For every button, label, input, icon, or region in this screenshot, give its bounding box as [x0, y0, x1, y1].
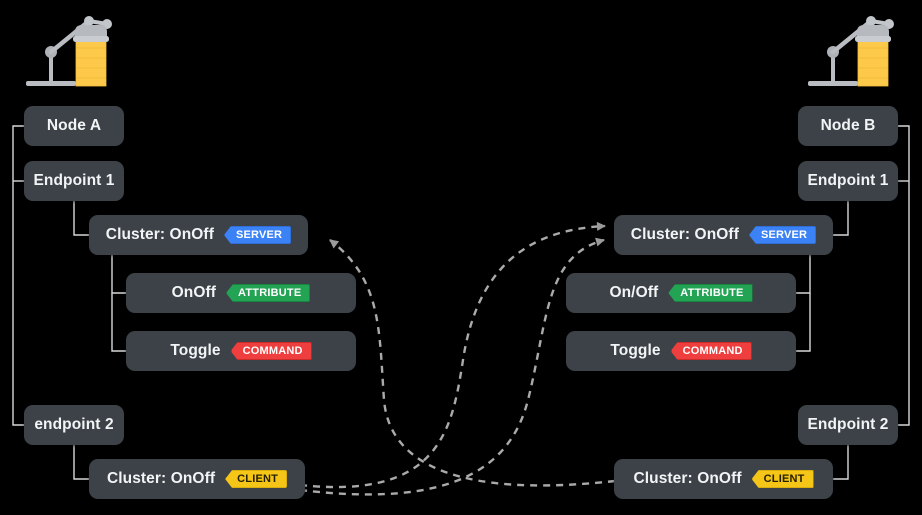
node-a-box[interactable]: Node A	[24, 106, 124, 146]
server-badge-left: SERVER	[223, 226, 292, 244]
left-command-label: Toggle	[170, 342, 221, 359]
node-b-label: Node B	[820, 117, 876, 134]
right-cluster-server-label: Cluster: OnOff	[630, 226, 739, 243]
left-endpoint-2-label: endpoint 2	[34, 416, 114, 433]
right-cluster-onoff-server-box[interactable]: Cluster: OnOff SERVER	[614, 215, 833, 255]
left-endpoint-1-label: Endpoint 1	[33, 172, 115, 189]
right-endpoint-1-box[interactable]: Endpoint 1	[798, 161, 898, 201]
client-badge-left: CLIENT	[225, 470, 288, 488]
desk-lamp-icon-right	[800, 8, 900, 98]
command-badge-right: COMMAND	[670, 342, 752, 360]
attribute-badge-left: ATTRIBUTE	[226, 284, 311, 302]
right-attribute-onoff-box[interactable]: On/Off ATTRIBUTE	[566, 273, 796, 313]
left-cluster-onoff-server-box[interactable]: Cluster: OnOff SERVER	[89, 215, 308, 255]
right-command-label: Toggle	[610, 342, 661, 359]
right-endpoint-2-label: Endpoint 2	[807, 416, 889, 433]
left-endpoint-2-box[interactable]: endpoint 2	[24, 405, 124, 445]
left-cluster-server-label: Cluster: OnOff	[105, 226, 214, 243]
left-command-toggle-box[interactable]: Toggle COMMAND	[126, 331, 356, 371]
right-cluster-client-label: Cluster: OnOff	[633, 470, 742, 487]
command-badge-left: COMMAND	[230, 342, 312, 360]
left-cluster-onoff-client-box[interactable]: Cluster: OnOff CLIENT	[89, 459, 305, 499]
right-attribute-label: On/Off	[609, 284, 659, 301]
left-endpoint-1-box[interactable]: Endpoint 1	[24, 161, 124, 201]
attribute-badge-right: ATTRIBUTE	[668, 284, 753, 302]
left-attribute-onoff-box[interactable]: OnOff ATTRIBUTE	[126, 273, 356, 313]
right-cluster-onoff-client-box[interactable]: Cluster: OnOff CLIENT	[614, 459, 833, 499]
left-attribute-label: OnOff	[171, 284, 217, 301]
desk-lamp-icon-left	[18, 8, 118, 98]
right-endpoint-1-label: Endpoint 1	[807, 172, 889, 189]
server-badge-right: SERVER	[748, 226, 817, 244]
node-b-box[interactable]: Node B	[798, 106, 898, 146]
right-endpoint-2-box[interactable]: Endpoint 2	[798, 405, 898, 445]
left-cluster-client-label: Cluster: OnOff	[106, 470, 216, 487]
node-a-label: Node A	[46, 117, 102, 134]
right-command-toggle-box[interactable]: Toggle COMMAND	[566, 331, 796, 371]
client-badge-right: CLIENT	[751, 470, 814, 488]
